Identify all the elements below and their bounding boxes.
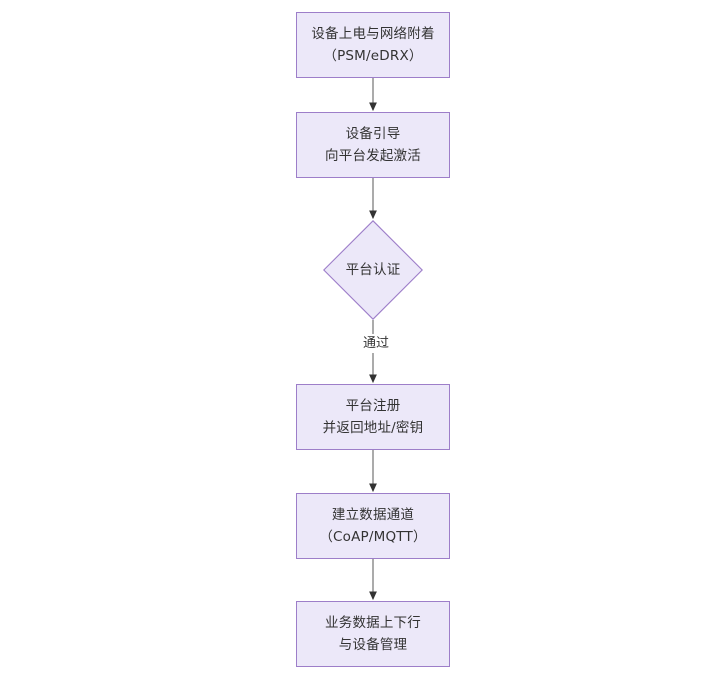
node-device-power-on[interactable]: 设备上电与网络附着 （PSM/eDRX） [296, 12, 450, 78]
node-line: 设备引导 [345, 126, 401, 142]
diamond-shape [323, 220, 423, 320]
node-line: 业务数据上下行 [325, 615, 421, 631]
node-line: （CoAP/MQTT） [319, 529, 427, 545]
node-device-bootstrap[interactable]: 设备引导 向平台发起激活 [296, 112, 450, 178]
node-line: 平台认证 [345, 262, 401, 278]
node-business-data-and-device-management[interactable]: 业务数据上下行 与设备管理 [296, 601, 450, 667]
node-line: 与设备管理 [338, 637, 408, 653]
edge-label-pass: 通过 [354, 334, 398, 353]
node-line: 并返回地址/密钥 [322, 420, 424, 436]
node-line: 向平台发起激活 [325, 148, 421, 164]
node-line: 设备上电与网络附着 [311, 26, 435, 42]
node-line: 平台注册 [345, 398, 401, 414]
node-establish-data-channel[interactable]: 建立数据通道 （CoAP/MQTT） [296, 493, 450, 559]
node-line: （PSM/eDRX） [323, 48, 423, 64]
node-platform-registration[interactable]: 平台注册 并返回地址/密钥 [296, 384, 450, 450]
node-line: 建立数据通道 [331, 507, 415, 523]
node-platform-authentication[interactable]: 平台认证 [323, 220, 423, 320]
